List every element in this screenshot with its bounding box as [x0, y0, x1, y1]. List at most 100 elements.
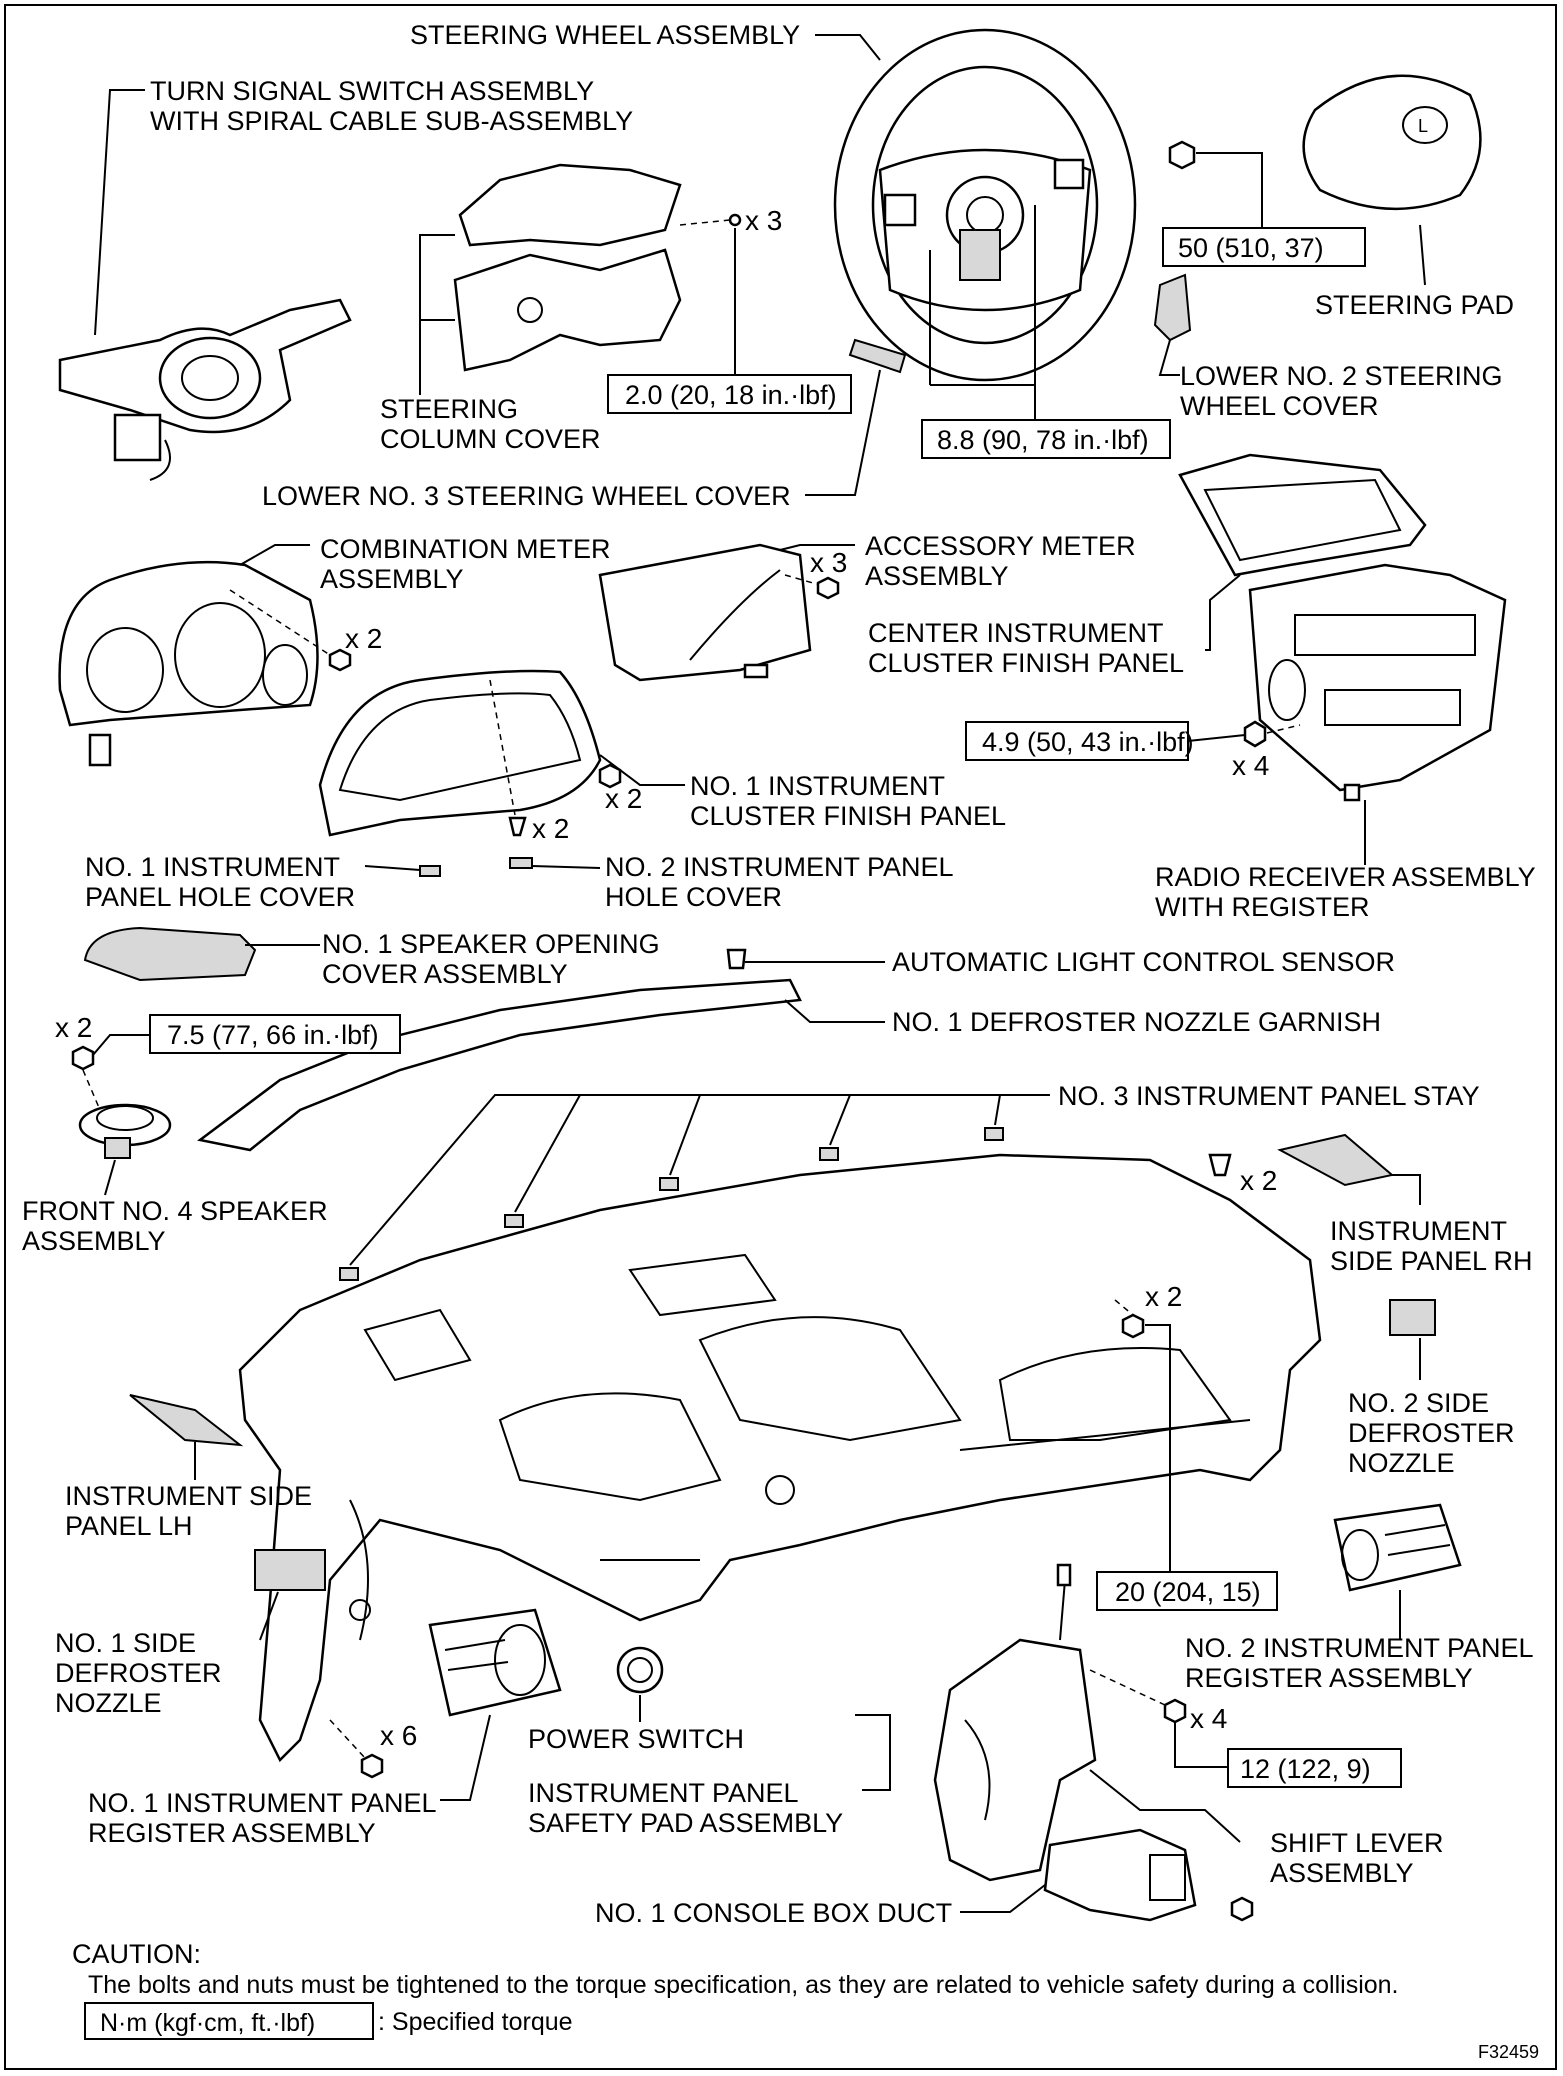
panel-stay-clips [339, 1127, 1004, 1281]
no2-side-defroster-drawing [1389, 1299, 1436, 1336]
torque-safety-pad: 20 (204, 15) [1115, 1577, 1261, 1607]
legend-text: : Specified torque [378, 2008, 573, 2036]
label-defroster-garnish: NO. 1 DEFROSTER NOZZLE GARNISH [892, 1007, 1381, 1037]
no1-cluster-bolt [598, 763, 622, 789]
qty-lower-bolt: x 6 [380, 1720, 417, 1751]
no1-cluster-clip [508, 816, 527, 837]
label-no2-register-1: NO. 2 INSTRUMENT PANEL [1185, 1633, 1534, 1663]
legend-box [84, 2002, 374, 2040]
side-panel-rh-clip [1208, 1153, 1232, 1177]
shift-lever-nut [1163, 1698, 1187, 1724]
label-speaker-cover-2: COVER ASSEMBLY [322, 959, 568, 989]
label-no2-register-2: REGISTER ASSEMBLY [1185, 1663, 1473, 1693]
label-steering-column-cover-2: COLUMN COVER [380, 424, 601, 454]
torque-steering-nut: 50 (510, 37) [1178, 233, 1324, 263]
label-no1-cluster-2: CLUSTER FINISH PANEL [690, 801, 1006, 831]
combination-meter-drawing [58, 560, 319, 767]
side-panel-rh-drawing [1277, 1133, 1395, 1187]
label-lower-no3-cover: LOWER NO. 3 STEERING WHEEL COVER [262, 481, 791, 511]
safety-pad-drawing [238, 1153, 1322, 1763]
label-steering-wheel-assembly: STEERING WHEEL ASSEMBLY [410, 20, 800, 50]
label-panel-stay: NO. 3 INSTRUMENT PANEL STAY [1058, 1081, 1480, 1111]
label-no1-register-1: NO. 1 INSTRUMENT PANEL [88, 1788, 437, 1818]
label-radio-1: RADIO RECEIVER ASSEMBLY [1155, 862, 1536, 892]
label-console-duct: NO. 1 CONSOLE BOX DUCT [595, 1898, 952, 1928]
qty-no1-cluster-clip: x 2 [532, 813, 569, 844]
label-side-panel-rh-2: SIDE PANEL RH [1330, 1246, 1533, 1276]
label-lower-no2-cover-2: WHEEL COVER [1180, 391, 1379, 421]
label-no1-side-def-2: DEFROSTER [55, 1658, 222, 1688]
torque-column-screw: 2.0 (20, 18 in.·lbf) [625, 380, 837, 410]
qty-side-panel-rh: x 2 [1240, 1165, 1277, 1196]
no2-register-drawing [1333, 1503, 1462, 1592]
label-no2-side-def-3: NOZZLE [1348, 1448, 1455, 1478]
qty-combination-meter: x 2 [345, 623, 382, 654]
label-front-speaker-2: ASSEMBLY [22, 1226, 166, 1256]
label-steering-pad: STEERING PAD [1315, 290, 1514, 320]
legend-box-text: N·m (kgf·cm, ft.·lbf) [100, 2009, 315, 2037]
label-shift-lever-2: ASSEMBLY [1270, 1858, 1414, 1888]
shift-lever-drawing [933, 1563, 1097, 1882]
caution-title: CAUTION: [72, 1939, 201, 1969]
torque-box-steering-nut [1162, 227, 1366, 267]
diagram-frame [4, 4, 1557, 2070]
lower-panel-bolt [360, 1753, 384, 1779]
label-center-cluster-1: CENTER INSTRUMENT [868, 618, 1164, 648]
no1-panel-hole-cover [419, 865, 441, 877]
speaker-opening-cover-drawing [83, 926, 257, 982]
torque-box-shift-lever [1227, 1748, 1402, 1788]
torque-box-radio [965, 721, 1189, 761]
label-no1-side-def-3: NOZZLE [55, 1688, 162, 1718]
label-no1-hole-cover-2: PANEL HOLE COVER [85, 882, 355, 912]
qty-accessory-meter: x 3 [810, 547, 847, 578]
combination-meter-screw [328, 648, 352, 672]
figure-id: F32459 [1478, 2042, 1539, 2062]
side-panel-lh-drawing [129, 1394, 244, 1447]
lower-no2-wheel-cover [1153, 273, 1192, 342]
label-speaker-cover-1: NO. 1 SPEAKER OPENING [322, 929, 660, 959]
torque-radio: 4.9 (50, 43 in.·lbf) [982, 727, 1194, 757]
no2-panel-hole-cover [509, 857, 533, 869]
defroster-garnish-drawing [197, 978, 802, 1152]
steering-column-cover-drawing [453, 163, 682, 372]
accessory-meter-drawing [598, 543, 812, 682]
label-front-speaker-1: FRONT NO. 4 SPEAKER [22, 1196, 328, 1226]
qty-speaker: x 2 [55, 1012, 92, 1043]
qty-shift-lever: x 4 [1190, 1703, 1227, 1734]
lower-no3-wheel-cover [848, 338, 907, 374]
label-power-switch: POWER SWITCH [528, 1724, 744, 1754]
label-side-panel-lh-2: PANEL LH [65, 1511, 193, 1541]
radio-receiver-drawing [1248, 563, 1507, 802]
steering-wheel-nut [1168, 140, 1196, 170]
label-no2-side-def-1: NO. 2 SIDE [1348, 1388, 1489, 1418]
svg-text:L: L [1418, 116, 1428, 136]
power-switch-drawing [616, 1646, 664, 1694]
label-no2-side-def-2: DEFROSTER [1348, 1418, 1515, 1448]
qty-column-cover: x 3 [745, 205, 782, 236]
label-safety-pad-2: SAFETY PAD ASSEMBLY [528, 1808, 843, 1838]
torque-box-column-screw [607, 374, 852, 414]
speaker-bolt [71, 1045, 95, 1071]
torque-shift-lever: 12 (122, 9) [1240, 1754, 1371, 1784]
label-auto-light-sensor: AUTOMATIC LIGHT CONTROL SENSOR [892, 947, 1395, 977]
label-steering-column-cover-1: STEERING [380, 394, 518, 424]
turn-signal-switch-drawing [58, 298, 352, 481]
label-accessory-meter-1: ACCESSORY METER [865, 531, 1136, 561]
caution-text: The bolts and nuts must be tightened to … [88, 1971, 1399, 1999]
label-shift-lever-1: SHIFT LEVER [1270, 1828, 1444, 1858]
label-no1-cluster-1: NO. 1 INSTRUMENT [690, 771, 945, 801]
label-safety-pad-1: INSTRUMENT PANEL [528, 1778, 799, 1808]
label-lower-no2-cover-1: LOWER NO. 2 STEERING [1180, 361, 1503, 391]
no1-cluster-finish-panel-drawing [318, 669, 602, 837]
no1-register-drawing [428, 1608, 562, 1717]
torque-box-safety-pad [1096, 1571, 1278, 1611]
label-combination-meter-1: COMBINATION METER [320, 534, 611, 564]
label-no1-hole-cover-1: NO. 1 INSTRUMENT [85, 852, 340, 882]
no1-side-defroster-drawing [254, 1549, 326, 1591]
front-speaker-drawing [78, 1103, 172, 1159]
qty-safety-pad: x 2 [1145, 1281, 1182, 1312]
qty-no1-cluster-bolt: x 2 [605, 783, 642, 814]
qty-radio: x 4 [1232, 750, 1269, 781]
radio-bolt [1243, 720, 1267, 748]
